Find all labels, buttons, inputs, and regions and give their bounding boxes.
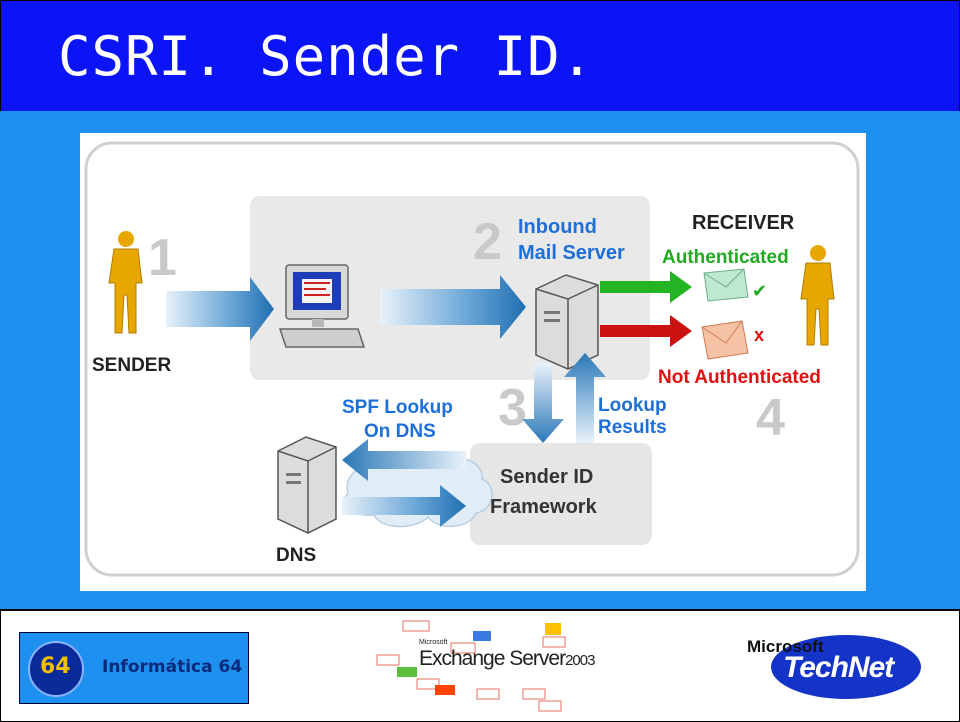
sender-label: SENDER — [92, 355, 171, 376]
framework-line1: Sender ID — [500, 466, 593, 488]
arrow-sender-to-computer — [166, 277, 274, 341]
informatica64-number: 64 — [40, 654, 71, 679]
diagram-svg: 1 2 3 4 SENDER — [84, 141, 860, 577]
arrow-computer-to-server — [380, 275, 526, 339]
envelope-authenticated-icon — [703, 268, 749, 302]
step-2-number: 2 — [473, 213, 502, 271]
footer: 64 Informática 64 Microsoft Exchange Ser… — [0, 609, 960, 722]
arrow-server-to-framework — [522, 363, 564, 443]
framework-region — [470, 443, 652, 545]
slide-title: CSRI. Sender ID. — [58, 25, 595, 88]
technet-name-text: TechNet — [783, 651, 894, 684]
exchange-year: 2003 — [565, 652, 595, 669]
arrow-not-authenticated — [600, 315, 692, 347]
framework-line2: Framework — [490, 496, 598, 518]
spf-lookup-line2: On DNS — [364, 421, 436, 442]
title-bar: CSRI. Sender ID. — [0, 0, 960, 112]
inbound-server-icon — [535, 274, 599, 370]
informatica64-name: Informática 64 — [102, 657, 243, 677]
technet-oval-icon — [771, 635, 921, 699]
sender-id-diagram: 1 2 3 4 SENDER — [80, 133, 866, 591]
arrow-framework-to-dns — [342, 439, 466, 481]
technet-logo: Microsoft TechNet — [747, 633, 927, 713]
envelope-not-authenticated-icon — [701, 320, 749, 360]
x-mark-icon: x — [754, 325, 764, 345]
exchange-microsoft-text: Microsoft — [419, 639, 448, 646]
lookup-results-line2: Results — [598, 417, 667, 438]
receiver-label: RECEIVER — [692, 212, 795, 234]
arrow-framework-to-server — [564, 353, 606, 443]
informatica64-logo: 64 Informática 64 — [19, 632, 249, 704]
content-area: 1 2 3 4 SENDER — [0, 111, 960, 609]
check-mark-icon: ✔ — [752, 281, 767, 302]
lookup-results-line1: Lookup — [598, 395, 667, 416]
dns-server-icon — [277, 436, 337, 534]
step-4-number: 4 — [756, 389, 785, 447]
exchange-server-logo: Microsoft Exchange Server2003 — [373, 619, 595, 715]
not-authenticated-label: Not Authenticated — [658, 367, 821, 388]
spf-lookup-line1: SPF Lookup — [342, 397, 453, 418]
step-3-number: 3 — [498, 379, 527, 437]
sender-person-icon — [108, 231, 143, 334]
exchange-server-text: Exchange Server2003 — [419, 647, 595, 671]
exchange-name: Exchange Server — [419, 647, 566, 670]
inbound-label-line1: Inbound — [518, 216, 597, 238]
arrow-authenticated — [600, 271, 692, 303]
dns-label: DNS — [276, 545, 316, 566]
inbound-label-line2: Mail Server — [518, 242, 625, 264]
receiver-person-icon — [800, 245, 835, 346]
arrow-dns-to-framework — [342, 485, 466, 527]
authenticated-label: Authenticated — [662, 247, 789, 268]
step-1-number: 1 — [148, 229, 177, 287]
exchange-squares-icon — [376, 620, 566, 712]
technet-microsoft-text: Microsoft — [747, 637, 824, 656]
computer-icon — [278, 264, 366, 348]
informatica64-badge-icon — [28, 641, 84, 697]
